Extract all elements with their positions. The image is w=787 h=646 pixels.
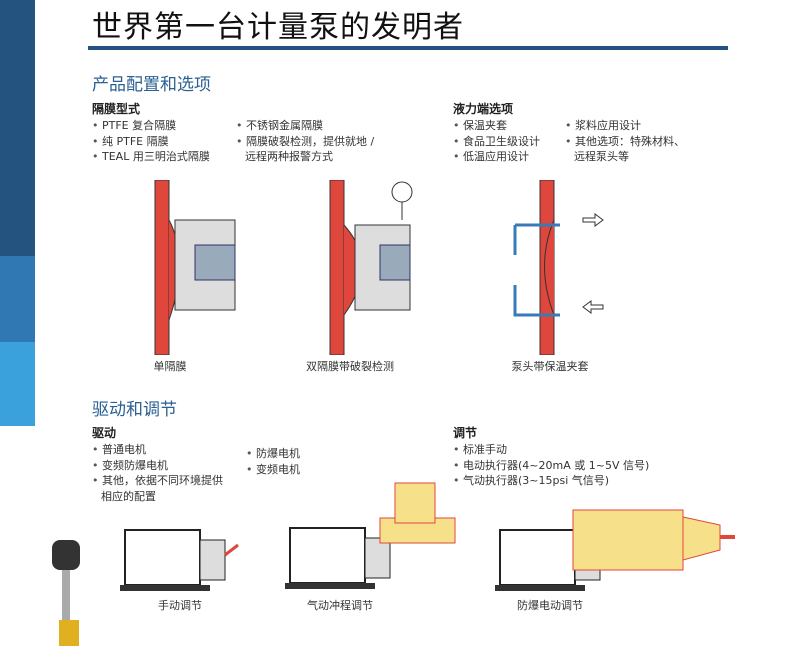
caption-jacketed-head: 泵头带保温夹套: [511, 360, 589, 373]
transmitter-photo: [52, 540, 80, 646]
single-diaphragm-diagram: [154, 180, 236, 355]
double-diaphragm-diagram: [329, 180, 413, 355]
liquid-end-list-1: 保温夹套 食品卫生级设计 低温应用设计: [453, 118, 540, 165]
list-item: 纯 PTFE 隔膜: [92, 134, 210, 150]
caption-single-diaphragm: 单隔膜: [153, 360, 187, 373]
list-item: 远程泵头等: [574, 150, 629, 163]
list-item: 变频防爆电机: [92, 458, 223, 474]
diaphragm-list-1: PTFE 复合隔膜 纯 PTFE 隔膜 TEAL 用三明治式隔膜: [92, 118, 210, 165]
adjust-list: 标准手动 电动执行器(4~20mA 或 1~5V 信号) 气动执行器(3~15p…: [453, 442, 649, 489]
list-item: TEAL 用三明治式隔膜: [92, 149, 210, 165]
list-item: 保温夹套: [453, 118, 540, 134]
liquid-end-heading: 液力端选项: [453, 102, 514, 116]
list-item: 远程两种报警方式: [245, 150, 333, 163]
diaphragm-list-2: 不锈钢金属隔膜 隔膜破裂检测，提供就地 / 远程两种报警方式: [236, 118, 374, 165]
title-rule: [88, 46, 728, 50]
list-item: 其他，依据不同环境提供: [92, 473, 223, 489]
liquid-end-list-2: 浆料应用设计 其他选项：特殊材料、 远程泵头等: [565, 118, 685, 165]
caption-pneumatic-adjust: 气动冲程调节: [307, 599, 373, 612]
list-item: 电动执行器(4~20mA 或 1~5V 信号): [453, 458, 649, 474]
pneumatic-adjust-pump-diagram: [285, 482, 456, 589]
diaphragm-heading: 隔膜型式: [92, 102, 141, 116]
section-heading-options: 产品配置和选项: [92, 75, 211, 95]
caption-double-diaphragm: 双隔膜带破裂检测: [306, 360, 394, 373]
caption-manual-adjust: 手动调节: [158, 599, 202, 612]
sidebar-band-mid: [0, 256, 35, 342]
sidebar-band-dark: [0, 0, 35, 256]
list-item: 变频电机: [246, 462, 300, 478]
drive-heading: 驱动: [92, 426, 117, 440]
manual-adjust-pump-diagram: [120, 529, 239, 591]
list-item: PTFE 复合隔膜: [92, 118, 210, 134]
list-item: 防爆电机: [246, 446, 300, 462]
list-item: 其他选项：特殊材料、: [565, 134, 685, 150]
list-item: 气动执行器(3~15psi 气信号): [453, 473, 649, 489]
drive-list-1: 普通电机 变频防爆电机 其他，依据不同环境提供 相应的配置: [92, 442, 223, 504]
jacketed-head-diagram: [513, 180, 604, 355]
list-item: 不锈钢金属隔膜: [236, 118, 374, 134]
drive-list-2: 防爆电机 变频电机: [246, 446, 300, 477]
list-item: 隔膜破裂检测，提供就地 /: [236, 134, 374, 150]
list-item: 相应的配置: [101, 489, 156, 503]
list-item: 浆料应用设计: [565, 118, 685, 134]
sidebar-band-light: [0, 342, 35, 426]
list-item: 普通电机: [92, 442, 223, 458]
list-item: 食品卫生级设计: [453, 134, 540, 150]
list-item: 标准手动: [453, 442, 649, 458]
explosion-proof-electric-pump-diagram: [495, 509, 735, 591]
caption-electric-adjust: 防爆电动调节: [517, 599, 583, 612]
list-item: 低温应用设计: [453, 149, 540, 165]
adjust-heading: 调节: [453, 426, 478, 440]
page-title: 世界第一台计量泵的发明者: [92, 10, 464, 45]
section-heading-drive: 驱动和调节: [92, 400, 177, 420]
